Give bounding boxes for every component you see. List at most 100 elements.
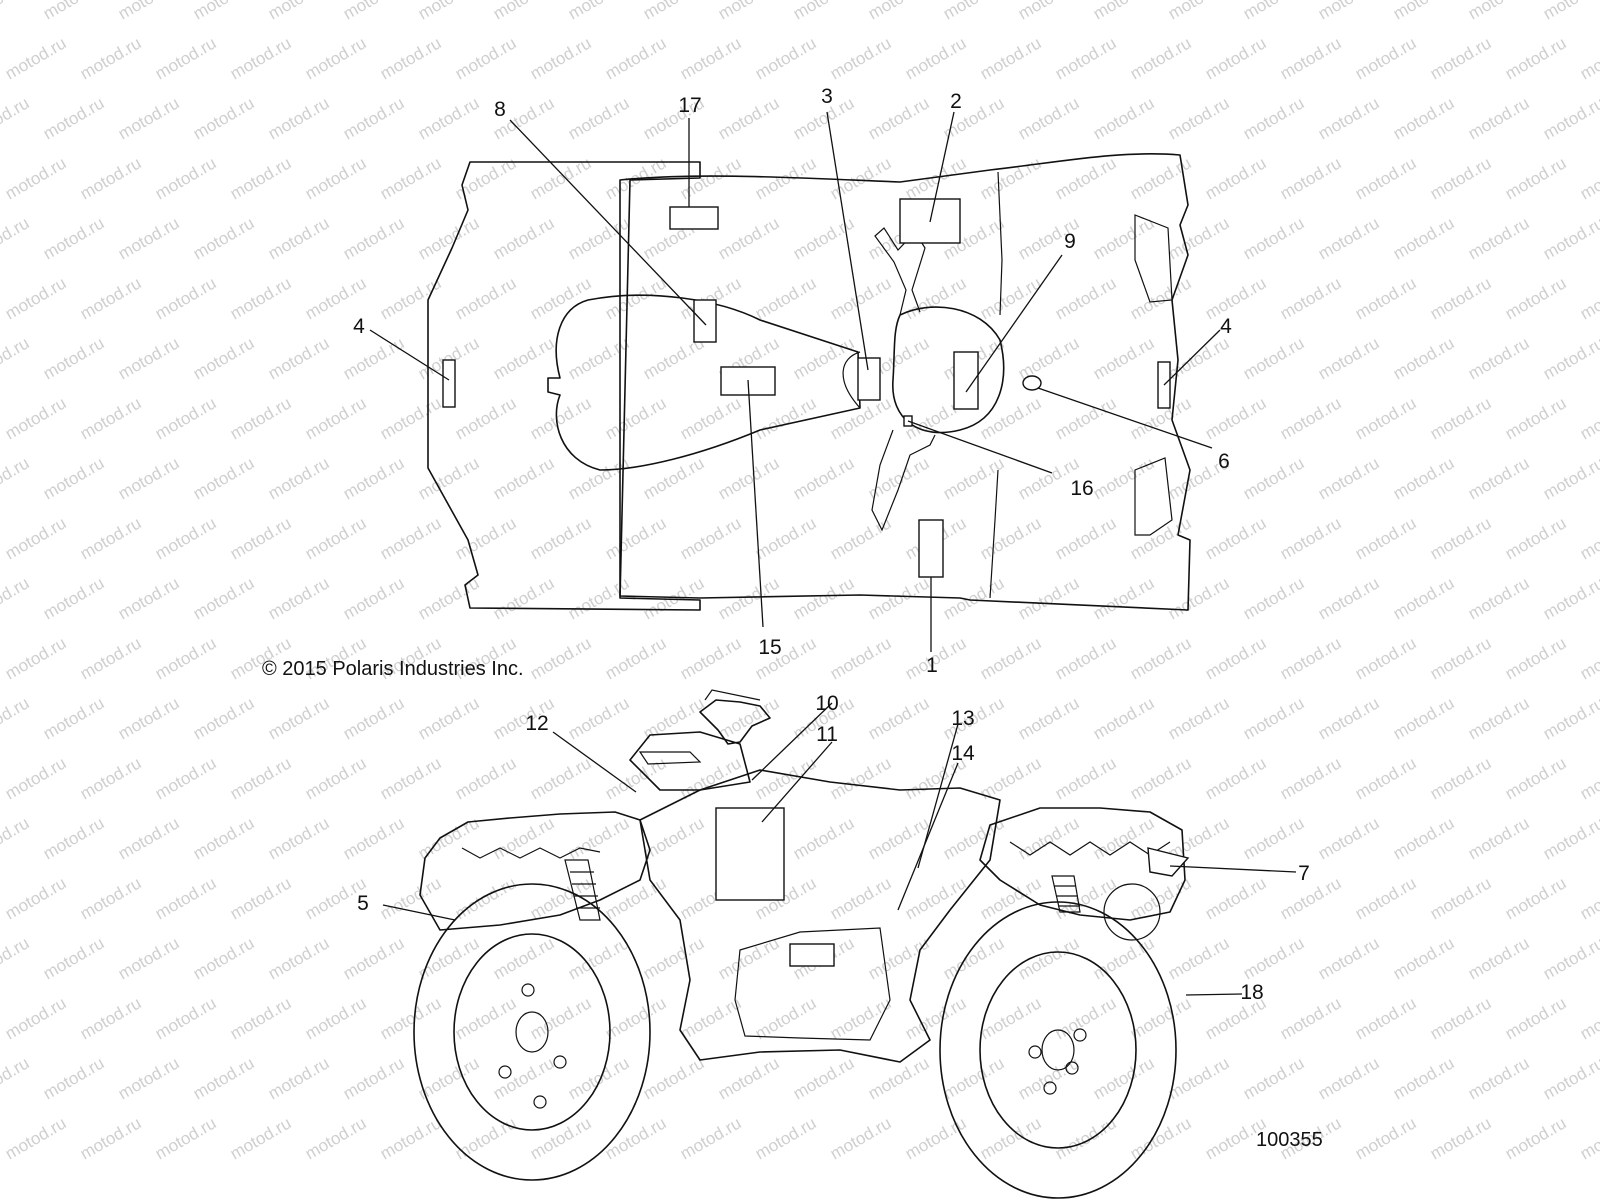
watermark-text: motod.ru — [527, 753, 595, 803]
watermark-text: motod.ru — [190, 333, 258, 383]
watermark-text: motod.ru — [977, 633, 1045, 683]
watermark-text: motod.ru — [602, 993, 670, 1043]
watermark-text: motod.ru — [1202, 633, 1270, 683]
callout-5: 5 — [357, 892, 369, 915]
watermark-text: motod.ru — [1277, 273, 1345, 323]
watermark-text: motod.ru — [865, 0, 933, 23]
watermark-text: motod.ru — [115, 453, 183, 503]
watermark-text: motod.ru — [302, 393, 370, 443]
callout-14: 14 — [951, 742, 975, 765]
watermark-text: motod.ru — [227, 873, 295, 923]
watermark-text: motod.ru — [152, 993, 220, 1043]
watermark-text: motod.ru — [415, 453, 483, 503]
watermark-text: motod.ru — [1090, 693, 1158, 743]
watermark-text: motod.ru — [865, 813, 933, 863]
watermark-text: motod.ru — [1240, 813, 1308, 863]
watermark-text: motod.ru — [1540, 333, 1600, 383]
watermark-text: motod.ru — [715, 1053, 783, 1103]
watermark-text: motod.ru — [565, 0, 633, 23]
watermark-text: motod.ru — [1315, 813, 1383, 863]
watermark-text: motod.ru — [940, 1053, 1008, 1103]
watermark-text: motod.ru — [790, 573, 858, 623]
watermark-text: motod.ru — [1502, 753, 1570, 803]
watermark-text: motod.ru — [190, 1053, 258, 1103]
watermark-text: motod.ru — [77, 33, 145, 83]
watermark-text: motod.ru — [340, 933, 408, 983]
watermark-text: motod.ru — [265, 693, 333, 743]
watermark-text: motod.ru — [0, 813, 32, 863]
watermark-text: motod.ru — [1577, 753, 1600, 803]
watermark-text: motod.ru — [1240, 213, 1308, 263]
watermark-text: motod.ru — [77, 873, 145, 923]
callout-labels: 17 2 3 8 9 4 4 6 16 15 1 10 11 12 13 14 … — [353, 85, 1310, 1004]
watermark-text: motod.ru — [1465, 1053, 1533, 1103]
watermark-text: motod.ru — [0, 0, 32, 23]
watermark-text: motod.ru — [1540, 933, 1600, 983]
watermark-text: motod.ru — [415, 933, 483, 983]
watermark-text: motod.ru — [2, 33, 70, 83]
watermark-text: motod.ru — [902, 993, 970, 1043]
watermark-text: motod.ru — [1240, 573, 1308, 623]
callout-11: 11 — [816, 723, 838, 746]
watermark-text: motod.ru — [677, 1113, 745, 1163]
watermark-text: motod.ru — [1315, 333, 1383, 383]
watermark-text: motod.ru — [152, 873, 220, 923]
watermark-text: motod.ru — [1277, 513, 1345, 563]
watermark-text: motod.ru — [1465, 933, 1533, 983]
watermark-text: motod.ru — [1540, 213, 1600, 263]
watermark-text: motod.ru — [340, 213, 408, 263]
watermark-text: motod.ru — [1202, 753, 1270, 803]
watermark-text: motod.ru — [1277, 633, 1345, 683]
watermark-text: motod.ru — [677, 33, 745, 83]
watermark-text: motod.ru — [1202, 873, 1270, 923]
watermark-text: motod.ru — [565, 93, 633, 143]
watermark-text: motod.ru — [1052, 633, 1120, 683]
watermark-text: motod.ru — [77, 393, 145, 443]
watermark-text: motod.ru — [77, 513, 145, 563]
watermark-text: motod.ru — [1165, 333, 1233, 383]
watermark-text: motod.ru — [2, 873, 70, 923]
watermark-text: motod.ru — [1202, 33, 1270, 83]
watermark-text: motod.ru — [1352, 393, 1420, 443]
watermark-text: motod.ru — [1127, 753, 1195, 803]
watermark-text: motod.ru — [1240, 333, 1308, 383]
watermark-text: motod.ru — [0, 213, 32, 263]
callout-3: 3 — [821, 85, 833, 108]
callout-17: 17 — [678, 94, 701, 117]
watermark-text: motod.ru — [190, 0, 258, 23]
watermark-text: motod.ru — [715, 573, 783, 623]
watermark-text: motod.ru — [527, 153, 595, 203]
watermark-text: motod.ru — [152, 513, 220, 563]
watermark-text: motod.ru — [1015, 93, 1083, 143]
watermark-text: motod.ru — [1202, 273, 1270, 323]
watermark-text: motod.ru — [265, 93, 333, 143]
watermark-text: motod.ru — [1090, 93, 1158, 143]
watermark-text: motod.ru — [1352, 513, 1420, 563]
watermark-text: motod.ru — [1277, 753, 1345, 803]
watermark-text: motod.ru — [827, 393, 895, 443]
watermark-text: motod.ru — [77, 1113, 145, 1163]
watermark-text: motod.ru — [190, 213, 258, 263]
watermark-text: motod.ru — [1052, 513, 1120, 563]
watermark-text: motod.ru — [1090, 0, 1158, 23]
watermark-text: motod.ru — [1502, 993, 1570, 1043]
watermark-text: motod.ru — [827, 993, 895, 1043]
watermark-text: motod.ru — [1315, 453, 1383, 503]
watermark-text: motod.ru — [1352, 1113, 1420, 1163]
watermark-text: motod.ru — [415, 693, 483, 743]
watermark-text: motod.ru — [152, 393, 220, 443]
watermark-text: motod.ru — [715, 0, 783, 23]
watermark-text: motod.ru — [827, 753, 895, 803]
side-decal-11 — [715, 807, 785, 901]
watermark-text: motod.ru — [977, 1113, 1045, 1163]
watermark-text: motod.ru — [977, 273, 1045, 323]
watermark-text: motod.ru — [1465, 93, 1533, 143]
watermark-text: motod.ru — [752, 513, 820, 563]
copyright-notice: © 2015 Polaris Industries Inc. — [262, 658, 524, 680]
watermark-text: motod.ru — [40, 453, 108, 503]
watermark-text: motod.ru — [452, 153, 520, 203]
watermark-text: motod.ru — [1127, 33, 1195, 83]
watermark-text: motod.ru — [1577, 513, 1600, 563]
